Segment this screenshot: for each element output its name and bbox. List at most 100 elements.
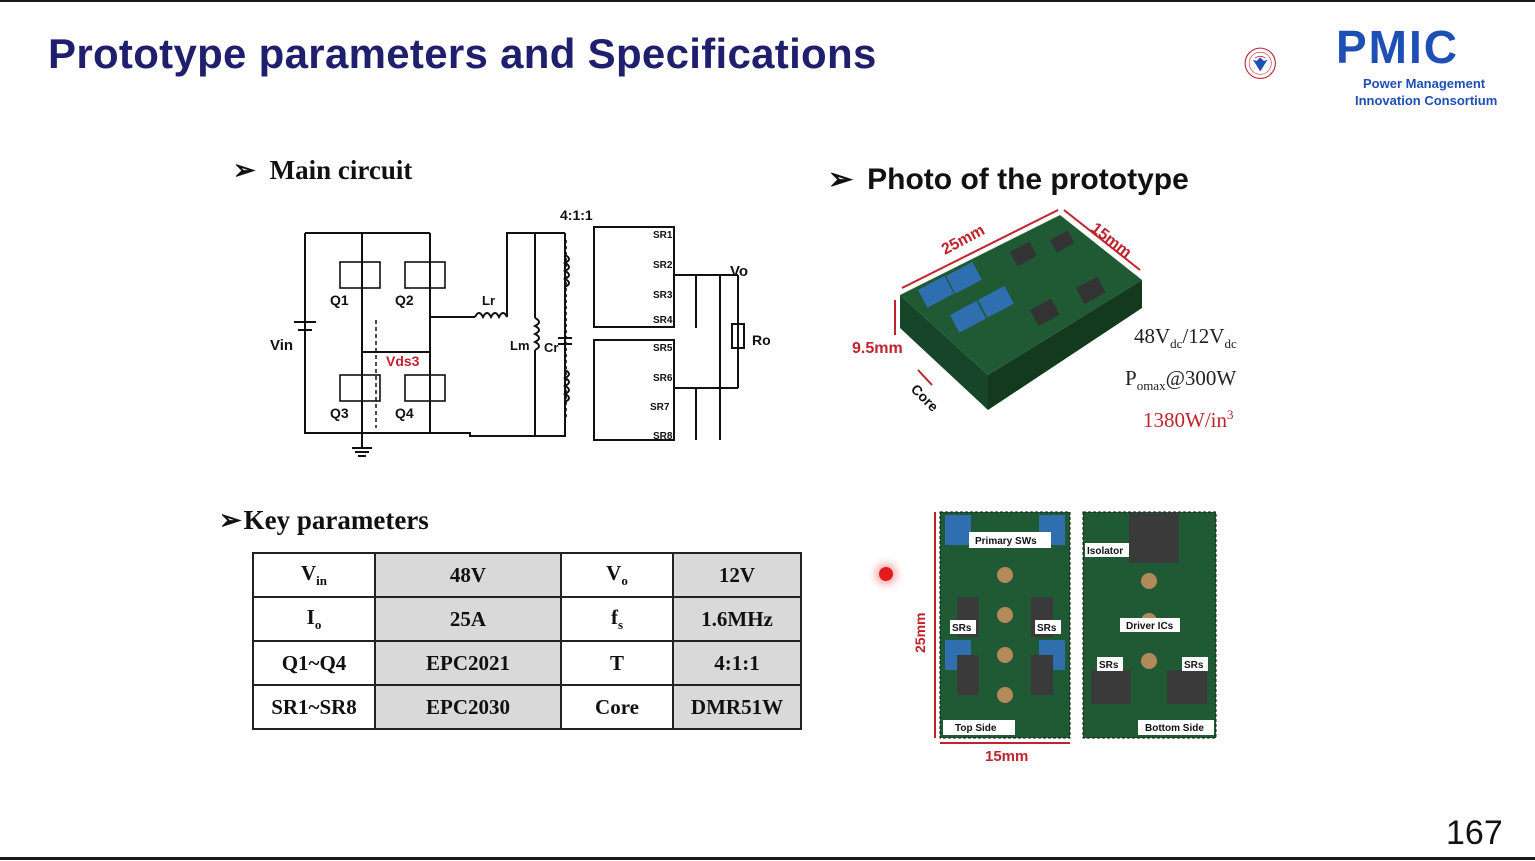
arrow-bullet-icon: ➢ xyxy=(233,155,256,185)
board-width-label: 15mm xyxy=(985,748,1028,765)
photo-core-label: Core xyxy=(908,381,942,415)
arrow-bullet-icon: ➢ xyxy=(219,505,242,535)
cell-text: EPC2030 xyxy=(426,694,510,719)
board-srs-label-1: SRs xyxy=(952,623,972,634)
cell-subscript: in xyxy=(316,573,327,589)
cell-text: T xyxy=(609,650,624,675)
table-row: SR1~SR8 EPC2030 Core DMR51W xyxy=(252,684,802,730)
q1-label: Q1 xyxy=(330,292,349,308)
voltage-spec-mid: /12V xyxy=(1182,324,1225,348)
cell-subscript: o xyxy=(621,573,628,589)
photo-height-label: 9.5mm xyxy=(852,340,903,357)
section-main-circuit: ➢Main circuit xyxy=(233,155,412,186)
q4-label: Q4 xyxy=(395,405,414,421)
voltage-spec-sub1: dc xyxy=(1170,336,1183,352)
param-value-cell: 48V xyxy=(374,552,562,598)
param-value-cell: DMR51W xyxy=(672,684,802,730)
param-value-cell: 4:1:1 xyxy=(672,640,802,686)
voltage-spec-main: 48V xyxy=(1134,324,1171,348)
cell-text: I xyxy=(306,604,315,629)
transformer-ratio-label: 4:1:1 xyxy=(560,207,593,223)
cell-text: f xyxy=(610,604,618,629)
power-spec: Pomax@300W xyxy=(1125,366,1236,394)
board-top-bottom-photo: Primary SWs Isolator SRs SRs Driver ICs … xyxy=(912,511,1217,765)
sr5-label: SR5 xyxy=(653,343,673,354)
param-name-cell: T xyxy=(560,640,674,686)
density-spec-value: 1380W/in xyxy=(1143,408,1227,432)
cell-text: 12V xyxy=(718,562,756,587)
param-name-cell: Core xyxy=(560,684,674,730)
q3-label: Q3 xyxy=(330,405,349,421)
param-value-cell: 12V xyxy=(672,552,802,598)
section-key-parameters-label: Key parameters xyxy=(243,505,429,535)
board-primary-label: Primary SWs xyxy=(975,536,1037,547)
power-spec-value: @300W xyxy=(1165,366,1237,390)
pmic-logo-text: PMIC xyxy=(1336,21,1459,73)
power-spec-sub: omax xyxy=(1136,378,1166,394)
param-value-cell: EPC2021 xyxy=(374,640,562,686)
table-row: Io 25A fs 1.6MHz xyxy=(252,596,802,642)
top-border xyxy=(0,0,1535,2)
table-row: Q1~Q4 EPC2021 T 4:1:1 xyxy=(252,640,802,686)
section-photo: ➢Photo of the prototype xyxy=(828,162,1189,197)
cell-subscript: s xyxy=(617,617,624,633)
ro-label: Ro xyxy=(752,332,771,348)
sr2-label: SR2 xyxy=(653,260,673,271)
cr-label: Cr xyxy=(544,340,558,355)
cell-text: V xyxy=(300,560,317,585)
vo-label: Vo xyxy=(730,263,748,280)
cell-text: DMR51W xyxy=(690,694,784,719)
cell-text: Core xyxy=(595,694,639,719)
param-name-cell: Vo xyxy=(560,552,674,598)
university-seal-logo xyxy=(1244,47,1276,79)
param-name-cell: Vin xyxy=(252,552,376,598)
cell-text: 1.6MHz xyxy=(701,606,773,631)
board-top-side-label: Top Side xyxy=(955,723,997,734)
cell-subscript: o xyxy=(314,617,322,633)
photo-length-label: 25mm xyxy=(939,222,988,259)
board-srs-label-4: SRs xyxy=(1184,660,1204,671)
density-spec: 1380W/in3 xyxy=(1143,407,1234,433)
vin-label: Vin xyxy=(270,337,293,354)
param-name-cell: Io xyxy=(252,596,376,642)
lr-label: Lr xyxy=(482,293,495,308)
q2-label: Q2 xyxy=(395,292,414,308)
param-name-cell: Q1~Q4 xyxy=(252,640,376,686)
main-circuit-diagram: 4:1:1 Vin Vo Ro Lr Lm Cr Vds3 Q1 Q2 Q3 Q… xyxy=(270,207,771,457)
arrow-bullet-icon: ➢ xyxy=(828,163,854,196)
board-isolator-label: Isolator xyxy=(1087,546,1123,557)
board-bottom-side-label: Bottom Side xyxy=(1145,723,1204,734)
board-length-label: 25mm xyxy=(912,613,928,653)
param-value-cell: 1.6MHz xyxy=(672,596,802,642)
section-key-parameters: ➢Key parameters xyxy=(219,505,429,536)
sr1-label: SR1 xyxy=(653,230,673,241)
slide-title: Prototype parameters and Specifications xyxy=(48,30,877,77)
sr8-label: SR8 xyxy=(653,431,673,442)
cell-text: EPC2021 xyxy=(426,650,510,675)
board-driver-label: Driver ICs xyxy=(1126,621,1174,632)
cell-text: V xyxy=(606,560,622,585)
cell-text: Q1~Q4 xyxy=(281,650,347,675)
sr6-label: SR6 xyxy=(653,373,673,384)
cell-text: 48V xyxy=(449,562,487,587)
voltage-spec: 48Vdc/12Vdc xyxy=(1134,324,1237,352)
page-number: 167 xyxy=(1446,814,1503,852)
board-srs-label-3: SRs xyxy=(1099,660,1119,671)
cell-text: SR1~SR8 xyxy=(271,694,357,719)
cell-text: 4:1:1 xyxy=(714,650,760,675)
pointer-cursor-icon xyxy=(879,567,893,581)
bottom-border xyxy=(0,857,1535,860)
logo-subtitle-2: Innovation Consortium xyxy=(1355,93,1498,108)
lm-label: Lm xyxy=(510,338,530,353)
param-name-cell: fs xyxy=(560,596,674,642)
prototype-photo: 25mm 15mm 9.5mm Core xyxy=(852,209,1142,415)
logo-subtitle-1: Power Management xyxy=(1363,76,1486,91)
table-row: Vin 48V Vo 12V xyxy=(252,552,802,598)
power-spec-main: P xyxy=(1125,366,1137,390)
param-name-cell: SR1~SR8 xyxy=(252,684,376,730)
param-value-cell: EPC2030 xyxy=(374,684,562,730)
sr3-label: SR3 xyxy=(653,290,673,301)
board-srs-label-2: SRs xyxy=(1037,623,1057,634)
sr4-label: SR4 xyxy=(653,315,673,326)
cell-text: 25A xyxy=(449,606,487,631)
